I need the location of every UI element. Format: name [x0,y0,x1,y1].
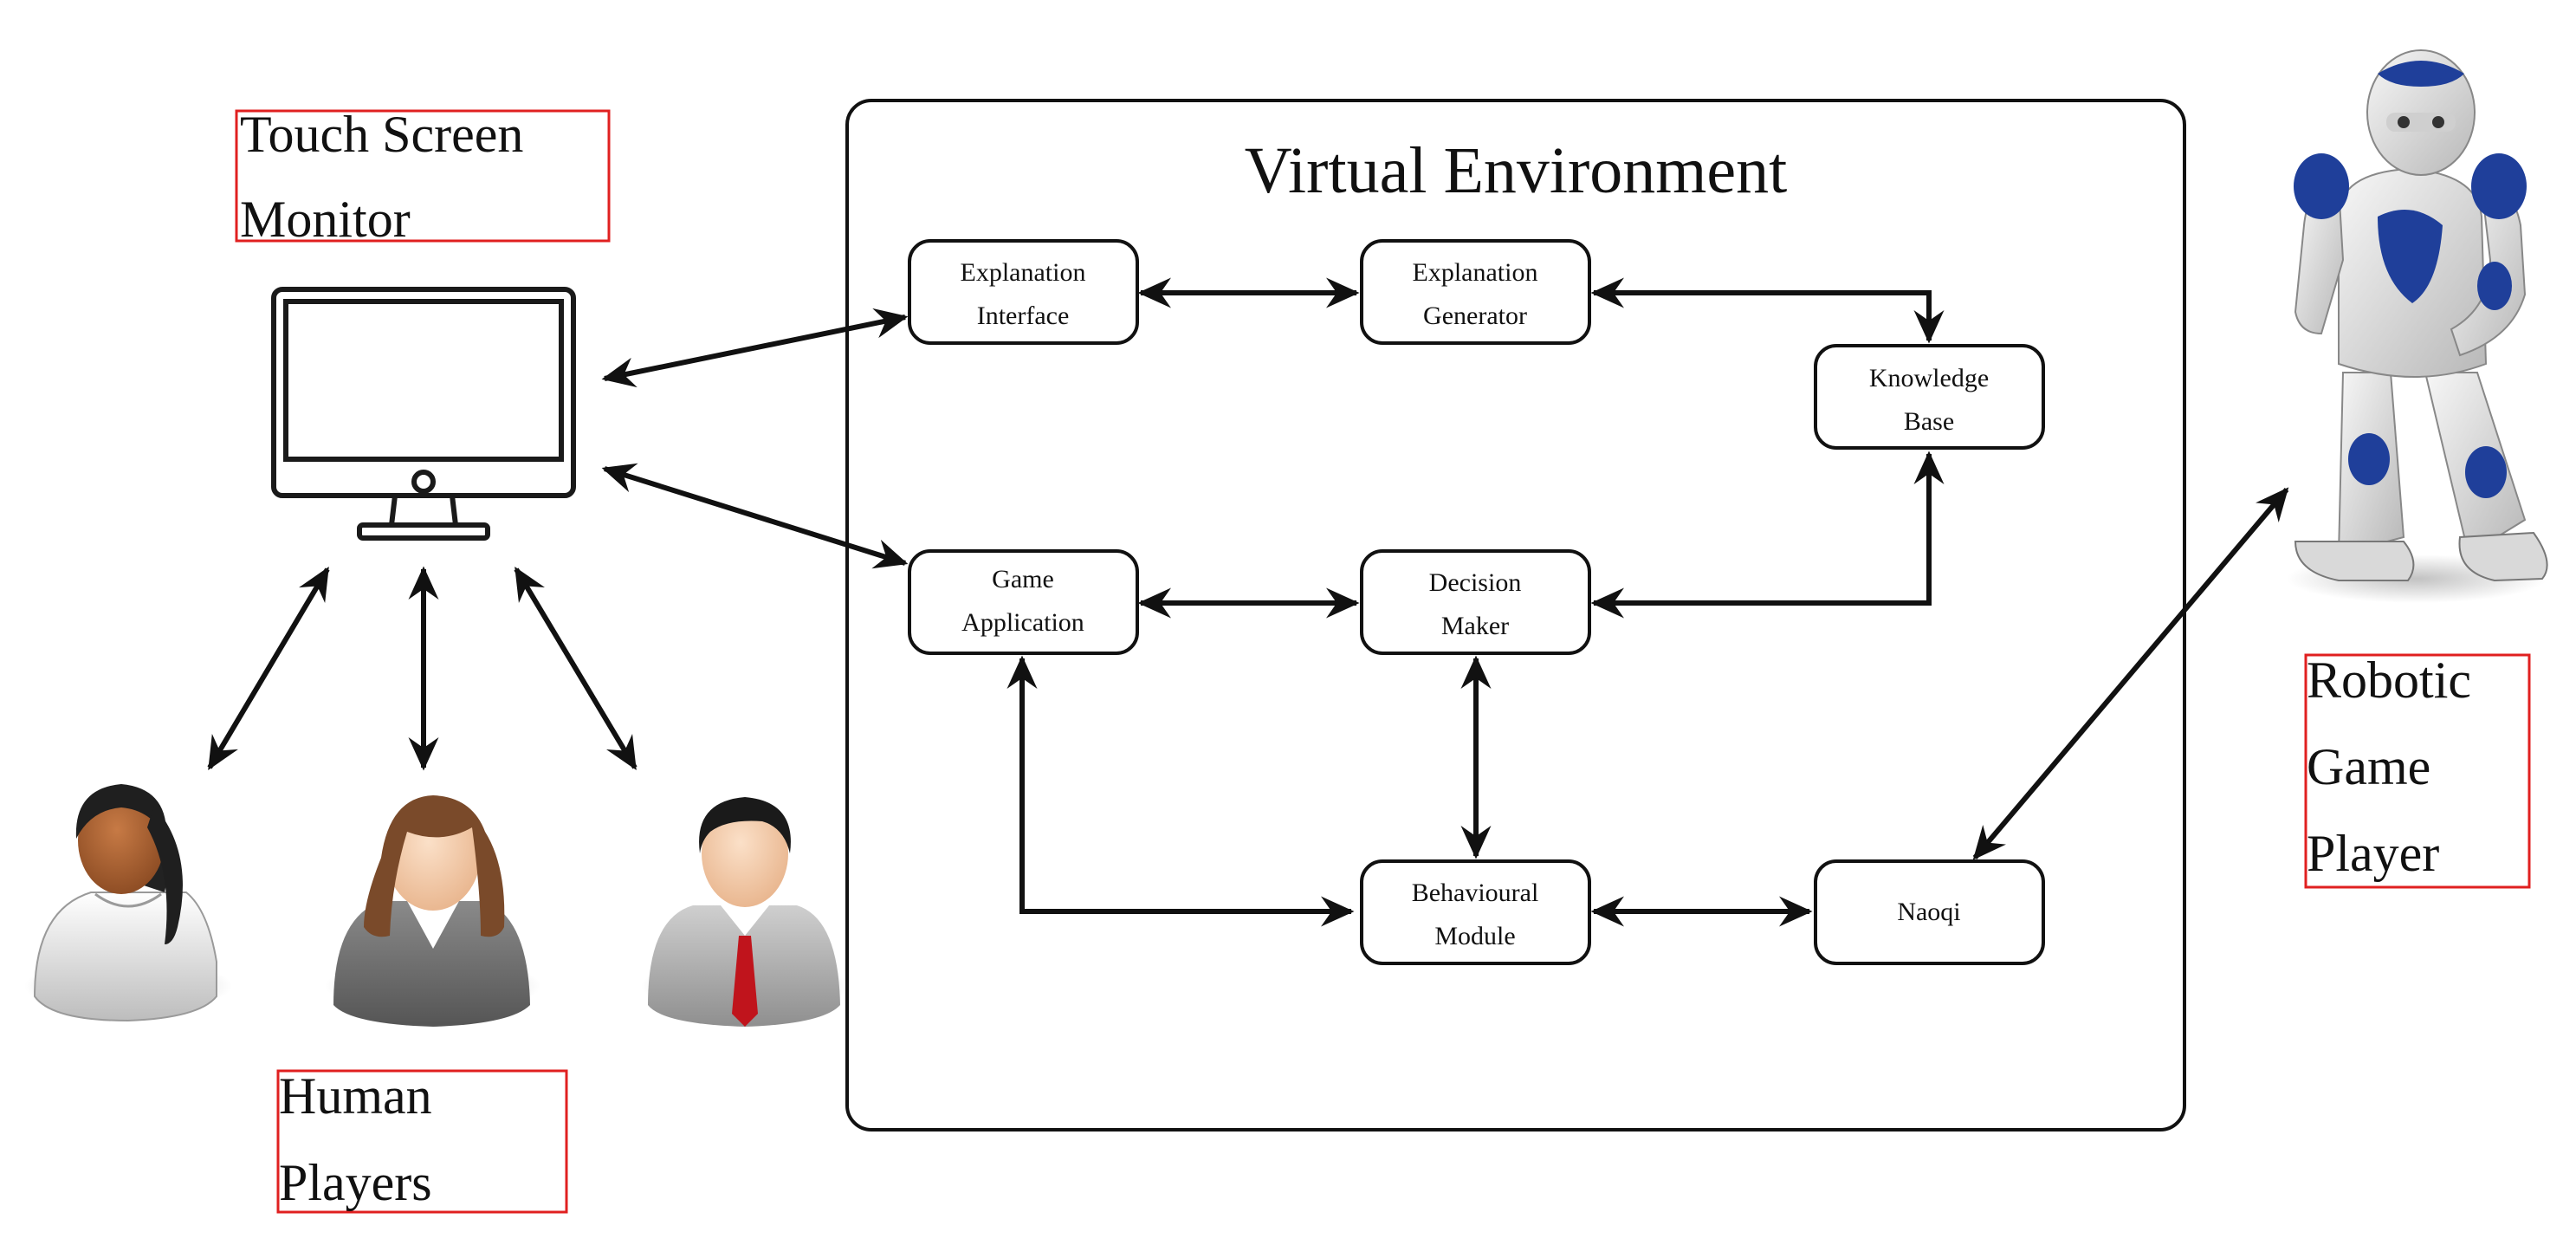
monitor-icon [271,287,576,541]
touch-screen-monitor-label: Touch Screen Monitor [235,106,611,248]
svg-text:Players: Players [279,1154,432,1211]
edge-monitor-game-application [601,463,909,569]
svg-text:Knowledge: Knowledge [1869,364,1989,392]
edge-decision-maker-knowledge-base [1590,451,1945,619]
edge-explanation-generator-knowledge-base [1590,277,1945,344]
edge-monitor-explanation-interface [601,308,909,388]
svg-text:Player: Player [2307,825,2439,882]
robotic-game-player-label: Robotic Game Player [2304,652,2531,889]
svg-text:Naoqi: Naoqi [1897,898,1960,926]
node-decision-maker: Decision Maker [1360,549,1591,655]
edge-monitor-player-1 [207,566,330,771]
node-naoqi: Naoqi [1814,859,2045,965]
svg-text:Module: Module [1434,922,1515,950]
svg-text:Game: Game [992,565,1054,593]
edge-naoqi-robot [1972,487,2289,860]
edge-game-application-behavioural-module [1006,655,1355,927]
svg-text:Explanation: Explanation [961,258,1086,287]
svg-text:Game: Game [2307,738,2430,795]
human-players-label: Human Players [276,1067,568,1214]
svg-text:Robotic: Robotic [2307,652,2471,709]
svg-text:Human: Human [279,1067,432,1125]
player-icon-2 [325,795,541,1027]
svg-text:Monitor: Monitor [240,191,411,248]
robot-icon [2287,49,2548,603]
edge-monitor-player-3 [514,566,638,771]
player-icon-3 [641,797,849,1027]
svg-text:Application: Application [961,608,1084,637]
node-explanation-generator: Explanation Generator [1360,239,1591,345]
svg-text:Base: Base [1904,407,1954,436]
svg-text:Behavioural: Behavioural [1412,879,1539,907]
svg-text:Touch Screen: Touch Screen [240,106,523,163]
player-icon-1 [24,784,232,1022]
connectors [207,277,2289,927]
svg-text:Maker: Maker [1441,612,1509,640]
virtual-environment-title: Virtual Environment [1245,134,1788,207]
node-behavioural-module: Behavioural Module [1360,859,1591,965]
svg-text:Decision: Decision [1429,568,1522,597]
svg-text:Interface: Interface [977,302,1070,330]
node-knowledge-base: Knowledge Base [1814,344,2045,450]
svg-text:Explanation: Explanation [1413,258,1538,287]
svg-text:Generator: Generator [1423,302,1527,330]
node-explanation-interface: Explanation Interface [908,239,1139,345]
node-game-application: Game Application [908,549,1139,655]
